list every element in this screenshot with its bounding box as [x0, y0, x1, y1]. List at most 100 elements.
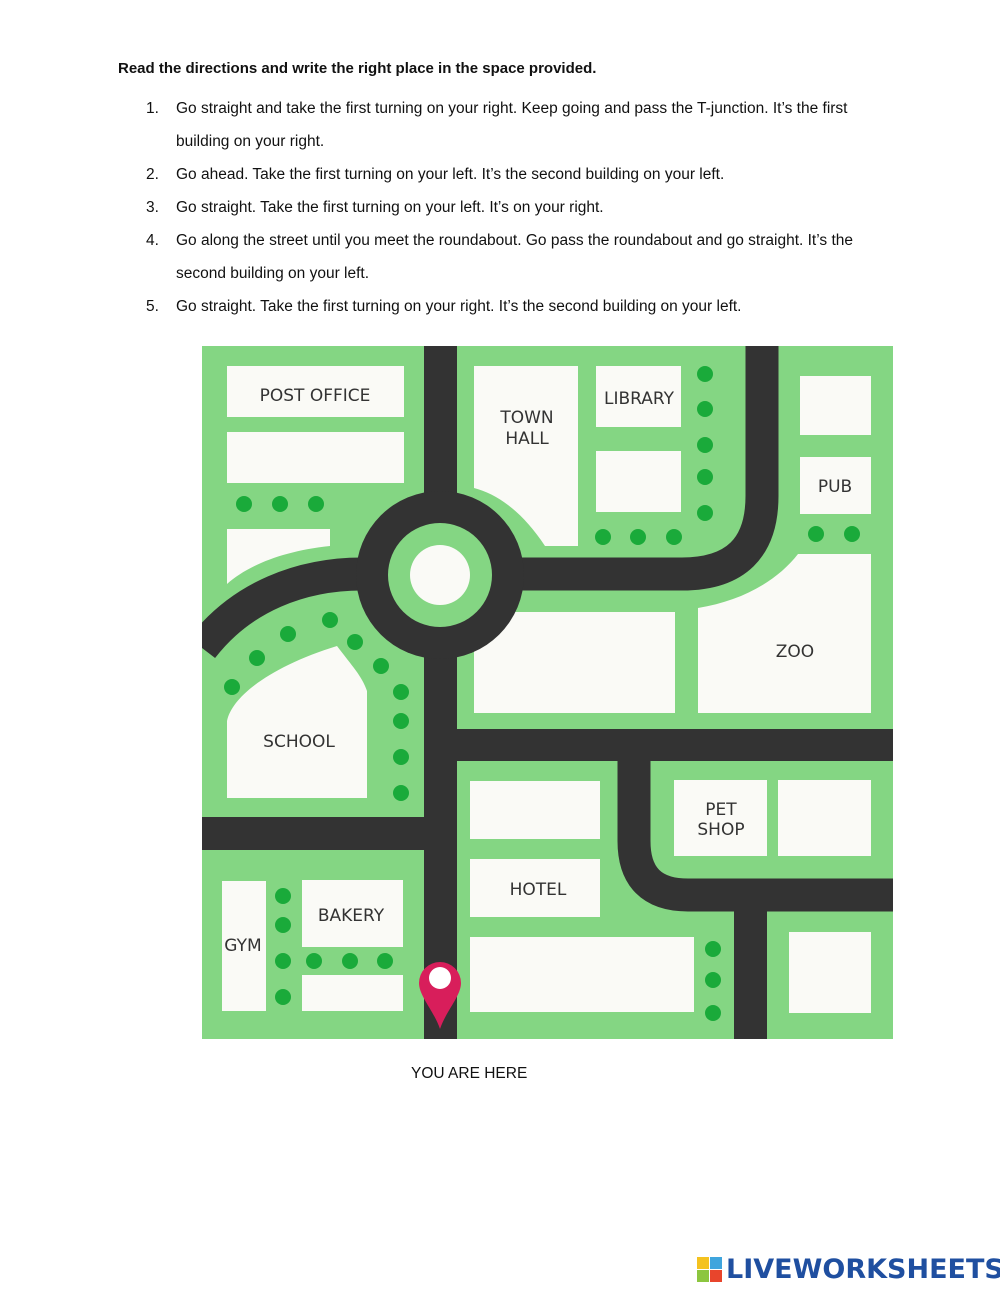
tree	[393, 749, 409, 765]
tree	[224, 679, 240, 695]
tree	[393, 785, 409, 801]
buildings	[222, 366, 871, 1013]
tree	[697, 505, 713, 521]
label-pub: PUB	[818, 477, 852, 497]
library-building[interactable]	[596, 366, 681, 427]
brand-logo-icon	[697, 1257, 722, 1282]
tree	[595, 529, 611, 545]
direction-item: 2. Go ahead. Take the first turning on yo…	[146, 158, 886, 191]
tree	[697, 366, 713, 382]
direction-text: Go straight. Take the first turning on y…	[176, 199, 604, 216]
curved-road-south-east	[617, 744, 893, 912]
brand-logo: LIVEWORKSHEETS	[697, 1254, 1000, 1285]
direction-text: Go straight and take the first turning o…	[176, 100, 848, 150]
tree	[280, 626, 296, 642]
directions-list: 1. Go straight and take the first turning…	[146, 92, 886, 323]
tree	[347, 634, 363, 650]
tree	[705, 941, 721, 957]
brand-block	[697, 1257, 709, 1269]
label-bakery: BAKERY	[318, 906, 385, 926]
tree	[393, 713, 409, 729]
tree	[697, 469, 713, 485]
direction-item: 5. Go straight. Take the first turning on…	[146, 290, 886, 323]
gym-building[interactable]	[222, 881, 266, 1011]
building-left-mid[interactable]	[227, 529, 330, 584]
instruction-heading: Read the directions and write the right …	[118, 60, 597, 77]
pub-building[interactable]	[800, 457, 871, 514]
tree	[308, 496, 324, 512]
brand-block	[697, 1270, 709, 1282]
building-under-post-office[interactable]	[227, 432, 404, 483]
direction-number: 4.	[146, 232, 159, 249]
trees	[224, 366, 860, 1021]
road-east	[440, 729, 893, 761]
tree	[697, 401, 713, 417]
curved-road-north-east	[520, 346, 779, 591]
building-under-library[interactable]	[596, 451, 681, 512]
direction-number: 2.	[146, 166, 159, 183]
tree	[705, 972, 721, 988]
label-post-office: POST OFFICE	[260, 386, 371, 406]
direction-text: Go straight. Take the first turning on y…	[176, 298, 742, 315]
tree	[322, 612, 338, 628]
tree	[342, 953, 358, 969]
tree	[377, 953, 393, 969]
building-bottom-right[interactable]	[789, 932, 871, 1013]
building-labels: POST OFFICE TOWN HALL LIBRARY PUB ZOO SC…	[224, 386, 852, 956]
label-pet: PET	[705, 800, 737, 820]
tree	[306, 953, 322, 969]
label-hall: HALL	[505, 429, 549, 449]
building-right-of-pet-shop[interactable]	[778, 780, 871, 856]
brand-block	[710, 1257, 722, 1269]
town-hall-building[interactable]	[474, 366, 578, 546]
tree	[666, 529, 682, 545]
location-pin-icon	[419, 962, 461, 1029]
direction-text: Go ahead. Take the first turning on your…	[176, 166, 725, 183]
tree	[275, 953, 291, 969]
direction-item: 4. Go along the street until you meet the…	[146, 224, 886, 290]
direction-item: 3.Go straight. Take the first turning on…	[146, 191, 886, 224]
label-town: TOWN	[499, 408, 553, 428]
tree	[275, 917, 291, 933]
tree	[630, 529, 646, 545]
tree	[808, 526, 824, 542]
zoo-building[interactable]	[698, 554, 871, 713]
tree	[697, 437, 713, 453]
tree	[272, 496, 288, 512]
tree	[705, 1005, 721, 1021]
roads	[202, 346, 893, 1039]
town-map: POST OFFICE TOWN HALL LIBRARY PUB ZOO SC…	[202, 346, 893, 1039]
post-office-building[interactable]	[227, 366, 404, 417]
tree	[844, 526, 860, 542]
label-library: LIBRARY	[604, 389, 675, 409]
brand-name: LIVEWORKSHEETS	[726, 1254, 1000, 1285]
hotel-building[interactable]	[470, 859, 600, 917]
curved-road-west	[202, 557, 367, 659]
building-top-right[interactable]	[800, 376, 871, 435]
road-west	[202, 817, 440, 850]
building-center[interactable]	[474, 612, 675, 713]
you-are-here-label: YOU ARE HERE	[411, 1065, 528, 1082]
bakery-building[interactable]	[302, 880, 403, 947]
building-left-of-hotel-top[interactable]	[470, 781, 600, 839]
roundabout-center	[410, 545, 470, 605]
brand-block	[710, 1270, 722, 1282]
school-building[interactable]	[227, 646, 367, 798]
pet-shop-building[interactable]	[674, 780, 767, 856]
tree	[275, 989, 291, 1005]
tree	[236, 496, 252, 512]
direction-number: 5.	[146, 298, 159, 315]
direction-text: Go along the street until you meet the r…	[176, 232, 853, 282]
direction-number: 1.	[146, 100, 159, 117]
building-bottom-center[interactable]	[470, 937, 694, 1012]
tree	[393, 684, 409, 700]
direction-item: 1. Go straight and take the first turning…	[146, 92, 886, 158]
tree	[249, 650, 265, 666]
label-hotel: HOTEL	[510, 880, 567, 900]
building-below-bakery[interactable]	[302, 975, 403, 1011]
label-school: SCHOOL	[263, 732, 335, 752]
road-south-east	[734, 895, 767, 1039]
label-gym: GYM	[224, 936, 261, 956]
label-shop: SHOP	[697, 820, 744, 840]
tree	[373, 658, 389, 674]
